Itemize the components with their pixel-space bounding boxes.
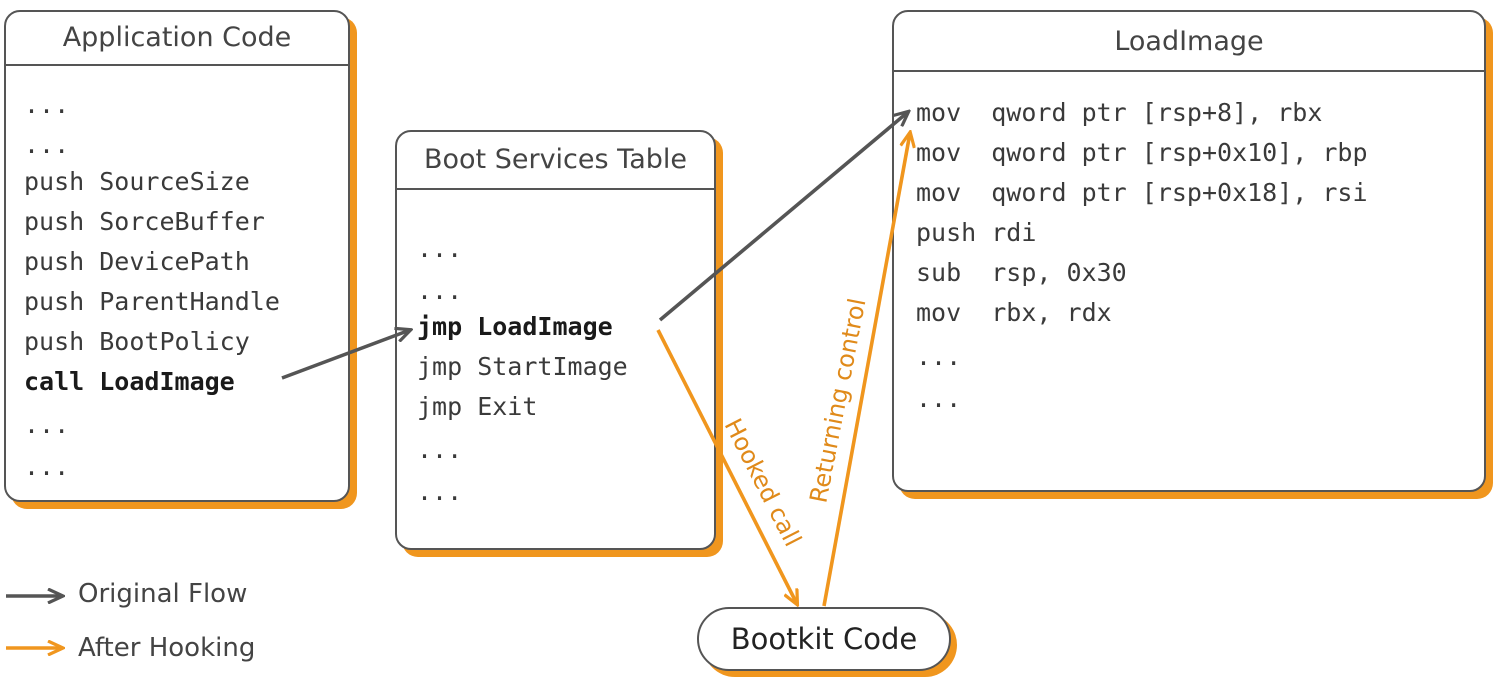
code-line: push SorceBuffer <box>24 207 265 236</box>
boot-services-table-title: Boot Services Table <box>397 132 714 190</box>
code-line: ... <box>24 452 70 481</box>
code-line: ... <box>916 384 962 413</box>
application-code-box: Application Code ... ... push SourceSize… <box>4 10 350 502</box>
loadimage-box: LoadImage mov qword ptr [rsp+8], rbx mov… <box>892 10 1486 492</box>
arrow-returning-control <box>822 133 910 607</box>
code-line: mov qword ptr [rsp+0x18], rsi <box>916 178 1368 207</box>
arrow-table-to-loadimage <box>658 112 908 322</box>
legend-original-flow-label: Original Flow <box>78 579 248 609</box>
code-line: ... <box>24 410 70 439</box>
bootkit-code-box: Bootkit Code <box>697 607 951 671</box>
application-code-title: Application Code <box>6 12 348 66</box>
legend-after-hooking-label: After Hooking <box>78 633 256 663</box>
code-line: jmp StartImage <box>417 352 628 381</box>
code-line: ... <box>417 477 463 506</box>
code-line: mov qword ptr [rsp+8], rbx <box>916 98 1323 127</box>
arrow-call-to-table <box>281 330 410 380</box>
arrow-hooked-call <box>656 329 797 604</box>
code-line: ... <box>417 435 463 464</box>
hooked-call-label: Hooked call <box>719 414 807 551</box>
code-line: mov rbx, rdx <box>916 298 1112 327</box>
code-line: ... <box>417 276 463 305</box>
jmp-loadimage-line: jmp LoadImage <box>417 312 613 341</box>
code-line: jmp Exit <box>417 392 538 421</box>
call-loadimage-line: call LoadImage <box>24 367 235 396</box>
code-line: push rdi <box>916 218 1037 247</box>
code-line: ... <box>24 90 70 119</box>
code-line: push DevicePath <box>24 247 250 276</box>
code-line: ... <box>24 130 70 159</box>
code-line: ... <box>417 234 463 263</box>
code-line: ... <box>916 342 962 371</box>
code-line: sub rsp, 0x30 <box>916 258 1127 287</box>
loadimage-title: LoadImage <box>894 12 1484 72</box>
code-line: push SourceSize <box>24 167 250 196</box>
code-line: push ParentHandle <box>24 287 280 316</box>
code-line: mov qword ptr [rsp+0x10], rbp <box>916 138 1368 167</box>
code-line: push BootPolicy <box>24 327 250 356</box>
